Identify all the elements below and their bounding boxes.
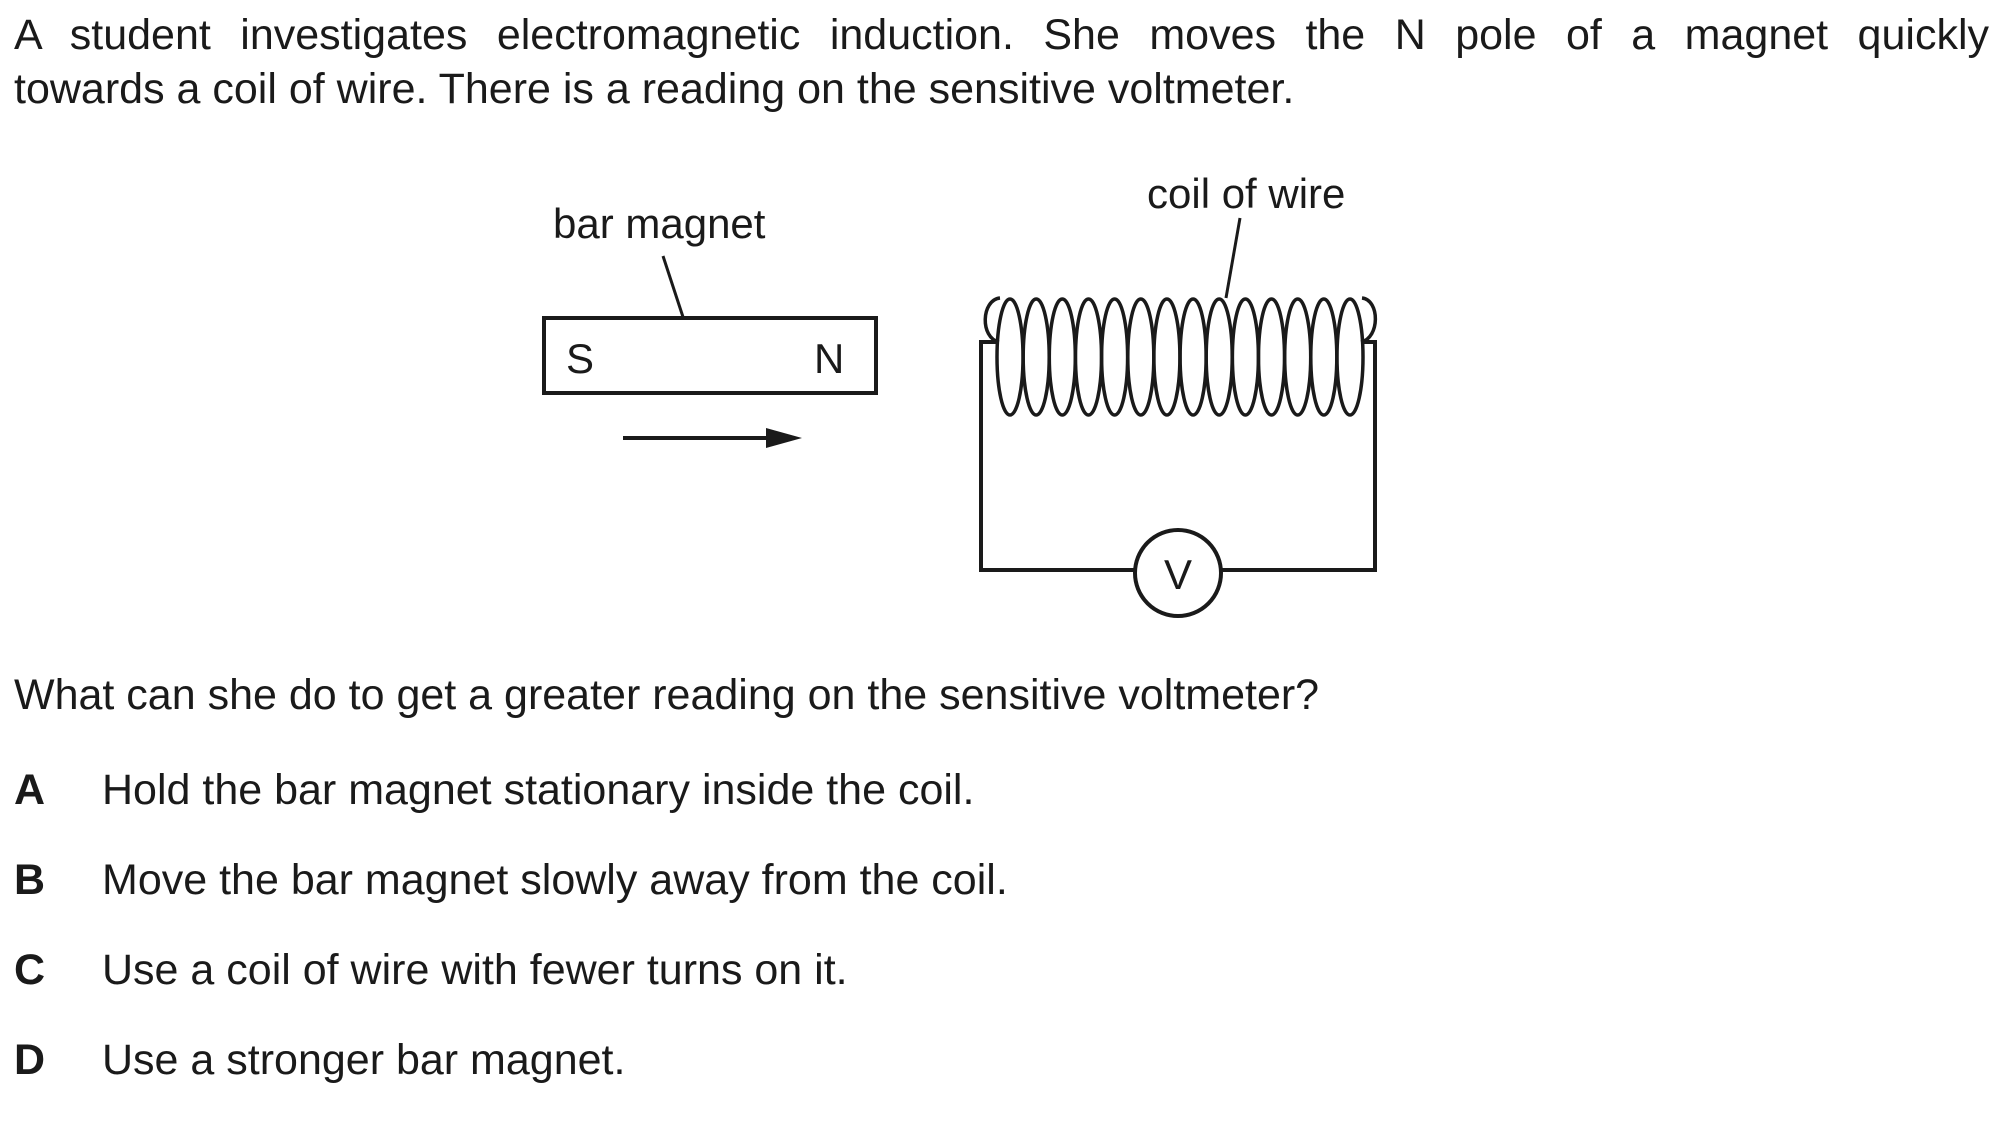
option-d[interactable]: D Use a stronger bar magnet. [14,1033,1008,1123]
coil-end-left [983,296,1001,344]
coil-turn [1021,297,1051,417]
option-b-text: Move the bar magnet slowly away from the… [102,856,1008,904]
coil-turn [1178,297,1208,417]
intro-line-2: towards a coil of wire. There is a readi… [14,65,1295,113]
coil-label: coil of wire [1147,170,1345,217]
option-a-letter: A [14,766,46,814]
voltmeter [1133,528,1223,618]
option-c-letter: C [14,946,46,994]
voltmeter-symbol: V [1164,551,1192,598]
coil-turn [1282,297,1313,417]
south-pole-label: S [566,335,594,382]
coil-turn [1152,297,1182,417]
north-pole-label: N [814,335,844,382]
option-b-letter: B [14,856,46,904]
question-text: What can she do to get a greater reading… [14,671,1320,719]
option-b[interactable]: B Move the bar magnet slowly away from t… [14,853,1008,943]
answer-options: A Hold the bar magnet stationary inside … [14,763,1008,1123]
option-d-letter: D [14,1036,46,1084]
coil-end-right [1360,296,1377,344]
option-a-text: Hold the bar magnet stationary inside th… [102,766,975,814]
bar-magnet [542,316,878,395]
coil-turn [1309,297,1339,417]
bar-magnet-label: bar magnet [553,200,766,247]
option-a[interactable]: A Hold the bar magnet stationary inside … [14,763,1008,853]
coil-turn [1099,297,1130,417]
coil-turn [1335,297,1365,417]
intro-line-1: A student investigates electromagnetic i… [14,11,1989,59]
coil-turn [995,297,1025,417]
coil-turn [1126,297,1156,417]
coil-turn [1256,297,1287,417]
coil-leader-line [1224,217,1242,299]
circuit-wire-right [1221,340,1377,572]
coil-of-wire [995,297,1365,417]
coil-turn [1204,297,1234,417]
option-c[interactable]: C Use a coil of wire with fewer turns on… [14,943,1008,1033]
question-intro: A student investigates electromagnetic i… [14,8,1989,116]
coil-turn [1073,297,1104,417]
induction-diagram: bar magnet S N coil of wire V [542,170,1377,618]
bar-magnet-leader-line [661,255,685,318]
option-c-text: Use a coil of wire with fewer turns on i… [102,946,848,994]
option-d-text: Use a stronger bar magnet. [102,1036,626,1084]
coil-turn [1047,297,1078,417]
motion-arrow-head [766,428,802,448]
circuit-wire-left [979,340,1135,572]
coil-turn [1230,297,1261,417]
